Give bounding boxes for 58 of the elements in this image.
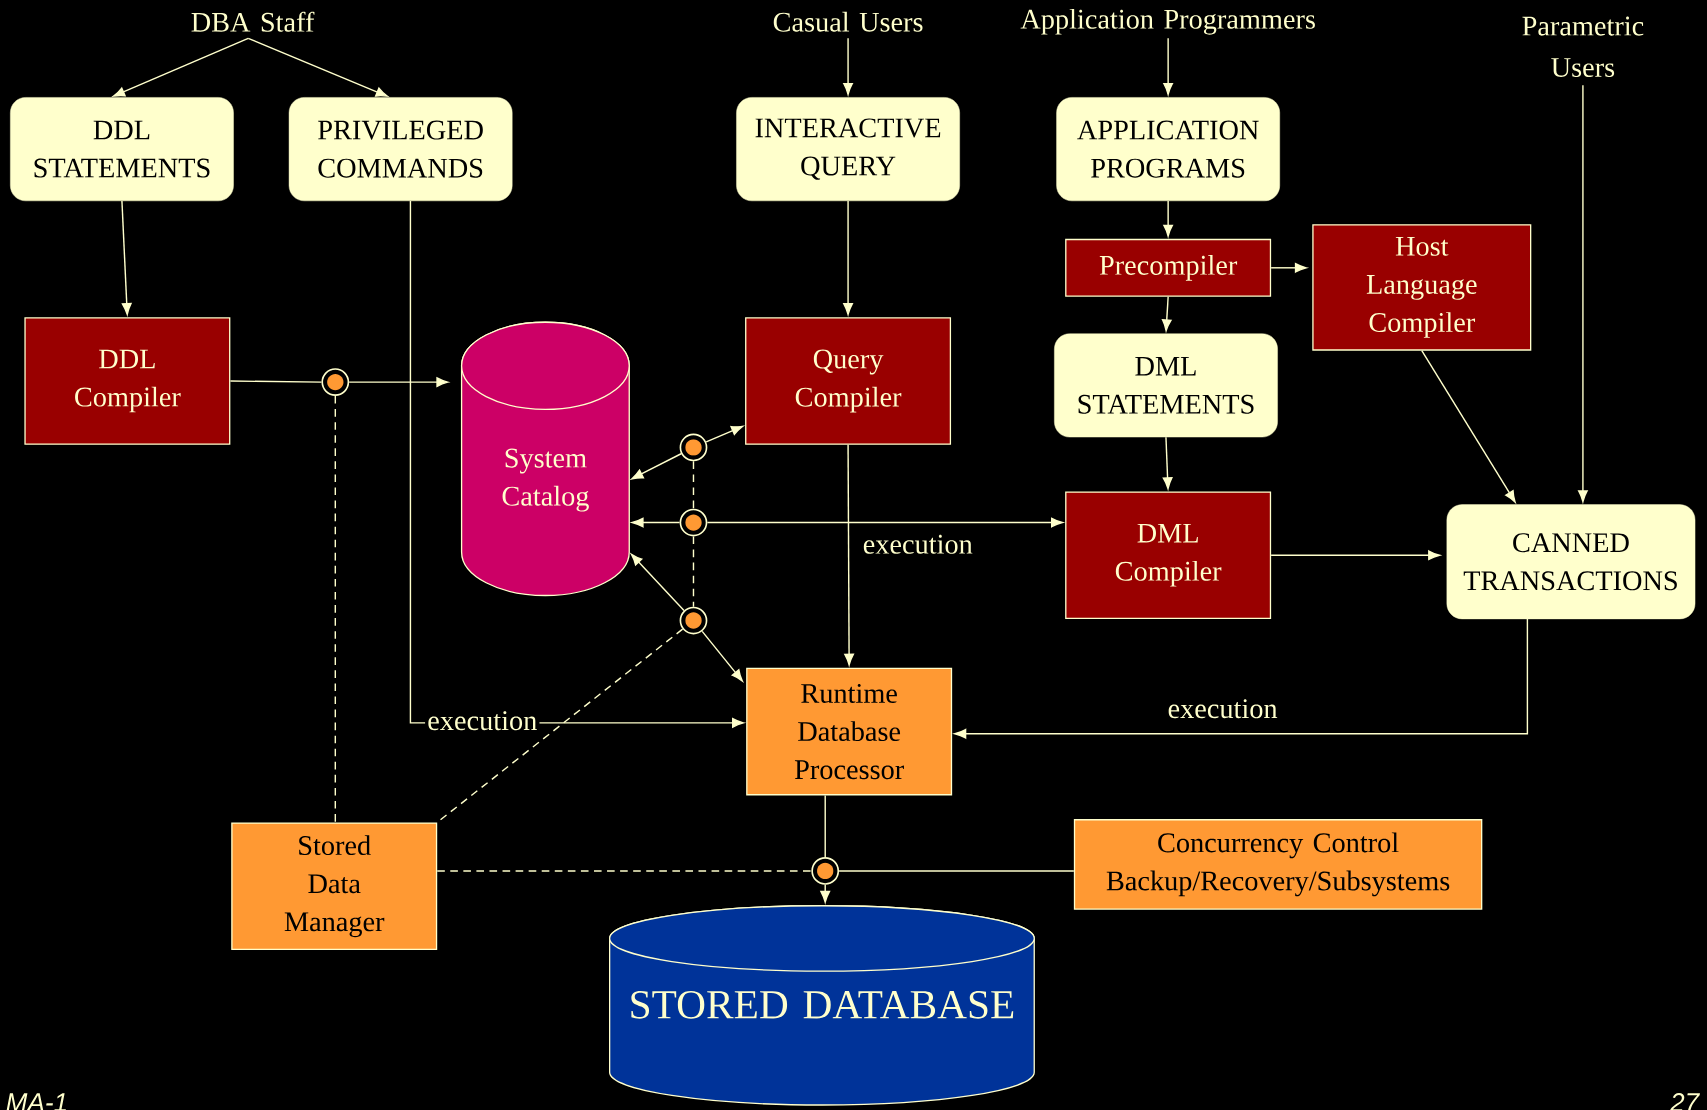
rounded-box: INTERACTIVE QUERY — [736, 97, 960, 201]
junction-circle — [321, 368, 350, 396]
arrow — [1163, 37, 1174, 95]
actor-label: Casual Users — [773, 11, 923, 32]
arrow — [701, 630, 743, 682]
actor-label: DBA Staff — [191, 11, 315, 32]
module-box: Runtime Database Processor — [746, 667, 953, 796]
connector-line — [824, 794, 826, 858]
arrow — [844, 443, 854, 666]
arrow — [112, 37, 249, 97]
actor-label: Parametric Users — [1522, 16, 1644, 77]
database-cylinder: System Catalog — [460, 321, 630, 596]
edge-label: execution — [860, 532, 975, 556]
arrow — [1270, 262, 1307, 273]
module-box: Concurrency Control Backup/Recovery/Subsystems — [1073, 818, 1483, 910]
connector-line — [838, 870, 1075, 872]
arrow — [631, 517, 681, 528]
arrow — [843, 200, 853, 315]
arrow — [121, 200, 132, 315]
dashed-line — [692, 460, 695, 510]
rounded-box: PRIVILEGED COMMANDS — [288, 97, 513, 201]
edge-label: execution — [1165, 696, 1280, 721]
arrow — [706, 517, 1063, 528]
dashed-line — [436, 870, 813, 872]
arrow — [954, 618, 1529, 739]
process-box: DML Compiler — [1065, 491, 1272, 619]
rounded-box: APPLICATION PROGRAMS — [1056, 97, 1280, 201]
module-box: Stored Data Manager — [231, 822, 438, 950]
arrow — [1578, 84, 1588, 503]
junction-circle — [679, 508, 708, 537]
arrow — [843, 37, 853, 95]
arrow — [630, 553, 685, 611]
arrow — [1161, 295, 1172, 332]
arrow — [820, 883, 831, 903]
arrow — [631, 452, 682, 480]
junction-circle — [811, 856, 840, 885]
arrow — [1162, 436, 1173, 490]
connector-line — [229, 380, 323, 383]
dashed-line — [334, 395, 336, 823]
arrow — [348, 377, 449, 387]
edge-label: execution — [425, 708, 540, 733]
process-box: DDL Compiler — [24, 317, 231, 445]
rounded-box: DML STATEMENTS — [1054, 333, 1278, 438]
junction-circle — [679, 433, 708, 462]
dashed-line — [692, 535, 695, 608]
process-box: Precompiler — [1065, 238, 1272, 297]
process-box: Query Compiler — [745, 317, 952, 445]
junction-circle — [679, 606, 708, 635]
arrow — [1270, 550, 1441, 560]
arrow — [247, 37, 388, 97]
rounded-box: DDL STATEMENTS — [10, 97, 234, 201]
process-box: Host Language Compiler — [1312, 223, 1532, 351]
arrow — [1163, 200, 1174, 237]
arrow — [1421, 349, 1516, 503]
arrow — [705, 425, 744, 443]
actor-label: Application Programmers — [1020, 8, 1315, 35]
database-cylinder: STORED DATABASE — [609, 904, 1035, 1106]
rounded-box: CANNED TRANSACTIONS — [1446, 504, 1696, 619]
